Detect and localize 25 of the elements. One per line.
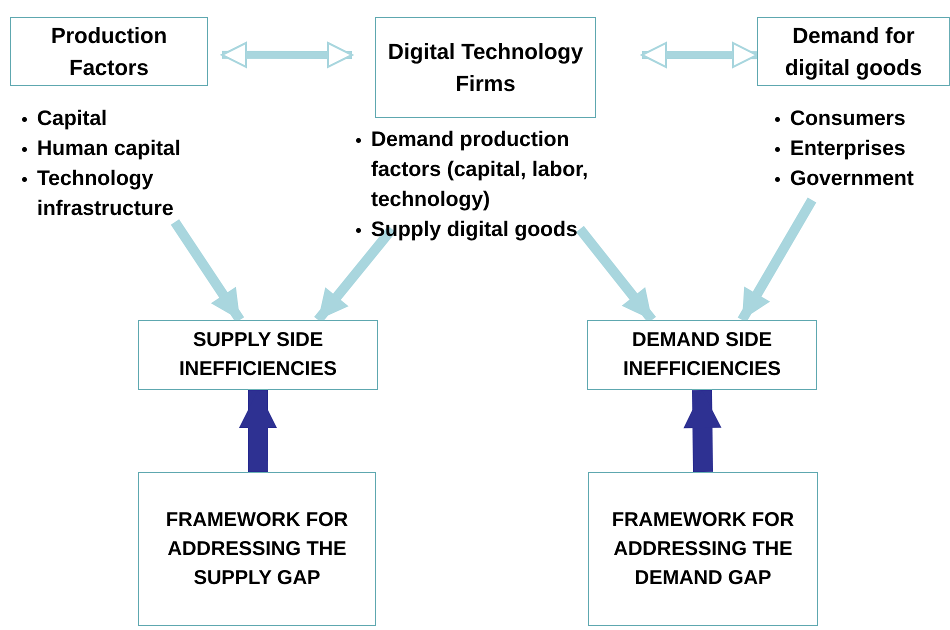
process-box [588, 472, 818, 626]
list-item: Technology infrastructure [37, 166, 175, 222]
double-arrow [641, 42, 758, 68]
node-label: FRAMEWORK FOR ADDRESSING THE SUPPLY GAP [164, 508, 350, 590]
node-label: Demand for digital goods [784, 22, 923, 82]
arrow [238, 390, 277, 472]
node-label: Production Factors [50, 22, 168, 82]
list-item: Human capital [37, 136, 181, 162]
list-item: Demand production factors (capital, labor, technology) [371, 127, 590, 213]
process-box [138, 320, 378, 390]
process-box [587, 320, 817, 390]
list-item: Supply digital goods [371, 217, 578, 243]
double-arrow [221, 42, 353, 68]
node-label: SUPPLY SIDE INEFFICIENCIES [178, 328, 338, 382]
node-label: Digital Technology Firms [386, 38, 584, 98]
list-item: Consumers [790, 106, 906, 132]
arrow [738, 197, 816, 323]
process-box [138, 472, 376, 626]
arrow [170, 219, 244, 323]
node-label: DEMAND SIDE INEFFICIENCIES [622, 328, 782, 382]
list-item: Enterprises [790, 136, 906, 162]
list-item: Government [790, 166, 914, 192]
list-item: Capital [37, 106, 108, 132]
arrow [683, 390, 722, 472]
node-label: FRAMEWORK FOR ADDRESSING THE DEMAND GAP [610, 508, 796, 590]
